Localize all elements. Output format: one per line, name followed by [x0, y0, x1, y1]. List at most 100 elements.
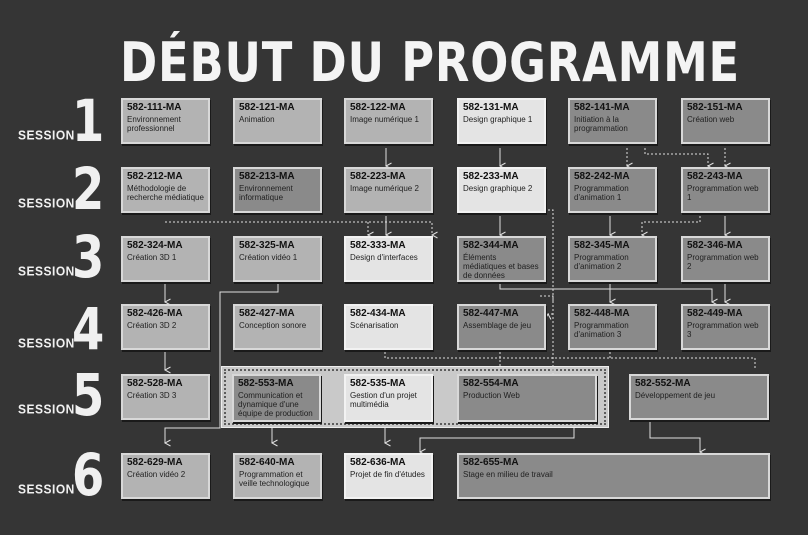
- session-number: 1: [72, 87, 105, 155]
- course-code: 582-552-MA: [635, 378, 691, 389]
- session-number: 5: [72, 361, 105, 429]
- course-code: 582-333-MA: [350, 240, 406, 251]
- course-582-333-ma[interactable]: 582-333-MA Design d'interfaces: [344, 236, 433, 282]
- course-code: 582-426-MA: [127, 308, 183, 319]
- course-name: Création 3D 3: [127, 391, 177, 400]
- session-label: SESSION: [18, 127, 75, 143]
- course-582-151-ma[interactable]: 582-151-MA Création web: [681, 98, 770, 144]
- course-name: Programmation d'animation 1: [574, 184, 629, 202]
- course-name: Design d'interfaces: [350, 253, 418, 262]
- course-name: Programmation et veille technologique: [239, 470, 310, 488]
- course-582-122-ma[interactable]: 582-122-MA Image numérique 1: [344, 98, 433, 144]
- course-code: 582-629-MA: [127, 457, 183, 468]
- course-582-552-ma[interactable]: 582-552-MA Développement de jeu: [629, 374, 769, 420]
- course-name: Création 3D 2: [127, 321, 177, 330]
- course-name: Programmation web 1: [687, 184, 759, 202]
- course-code: 582-655-MA: [463, 457, 519, 468]
- course-582-640-ma[interactable]: 582-640-MA Programmation et veille techn…: [233, 453, 322, 499]
- course-code: 582-640-MA: [239, 457, 295, 468]
- course-582-111-ma[interactable]: 582-111-MA Environnement professionnel: [121, 98, 210, 144]
- course-name: Développement de jeu: [635, 391, 716, 400]
- course-code: 582-223-MA: [350, 171, 406, 182]
- course-582-447-ma[interactable]: 582-447-MA Assemblage de jeu: [457, 304, 546, 350]
- course-name: Création vidéo 1: [239, 253, 298, 262]
- course-name: Méthodologie de recherche médiatique: [127, 184, 204, 202]
- course-code: 582-449-MA: [687, 308, 743, 319]
- course-582-655-ma[interactable]: 582-655-MA Stage en milieu de travail: [457, 453, 770, 499]
- course-name: Programmation d'animation 2: [574, 253, 629, 271]
- course-582-131-ma[interactable]: 582-131-MA Design graphique 1: [457, 98, 546, 144]
- session-4: SESSION 4: [0, 298, 112, 364]
- course-code: 582-212-MA: [127, 171, 183, 182]
- course-code: 582-636-MA: [350, 457, 406, 468]
- course-name: Image numérique 1: [350, 115, 419, 124]
- course-name: Design graphique 2: [463, 184, 533, 193]
- course-582-553-ma[interactable]: 582-553-MA Communication et dynamique d'…: [232, 374, 321, 422]
- course-582-427-ma[interactable]: 582-427-MA Conception sonore: [233, 304, 322, 350]
- session-label: SESSION: [18, 481, 75, 497]
- course-code: 582-346-MA: [687, 240, 743, 251]
- course-name: Création vidéo 2: [127, 470, 186, 479]
- session-2: SESSION 2: [0, 158, 112, 224]
- course-582-344-ma[interactable]: 582-344-MA Éléments médiatiques et bases…: [457, 236, 546, 282]
- session-label: SESSION: [18, 401, 75, 417]
- session-6: SESSION 6: [0, 444, 112, 510]
- course-582-449-ma[interactable]: 582-449-MA Programmation web 3: [681, 304, 770, 350]
- course-582-325-ma[interactable]: 582-325-MA Création vidéo 1: [233, 236, 322, 282]
- course-code: 582-324-MA: [127, 240, 183, 251]
- session-number: 6: [72, 441, 105, 509]
- course-582-223-ma[interactable]: 582-223-MA Image numérique 2: [344, 167, 433, 213]
- course-code: 582-447-MA: [463, 308, 519, 319]
- course-name: Gestion d'un projet multimédia: [350, 391, 417, 409]
- course-code: 582-243-MA: [687, 171, 743, 182]
- course-582-426-ma[interactable]: 582-426-MA Création 3D 2: [121, 304, 210, 350]
- course-582-243-ma[interactable]: 582-243-MA Programmation web 1: [681, 167, 770, 213]
- course-code: 582-213-MA: [239, 171, 295, 182]
- course-code: 582-122-MA: [350, 102, 406, 113]
- session-label: SESSION: [18, 195, 75, 211]
- course-name: Environnement informatique: [239, 184, 293, 202]
- session-label: SESSION: [18, 263, 75, 279]
- session-1: SESSION 1: [0, 90, 112, 156]
- course-582-242-ma[interactable]: 582-242-MA Programmation d'animation 1: [568, 167, 657, 213]
- course-code: 582-141-MA: [574, 102, 630, 113]
- course-code: 582-448-MA: [574, 308, 630, 319]
- course-582-346-ma[interactable]: 582-346-MA Programmation web 2: [681, 236, 770, 282]
- course-name: Production Web: [463, 391, 520, 400]
- course-name: Initiation à la programmation: [574, 115, 628, 133]
- session-3: SESSION 3: [0, 226, 112, 292]
- course-582-636-ma[interactable]: 582-636-MA Projet de fin d'études: [344, 453, 433, 499]
- session-number: 2: [72, 155, 105, 223]
- course-582-121-ma[interactable]: 582-121-MA Animation: [233, 98, 322, 144]
- course-code: 582-344-MA: [463, 240, 519, 251]
- course-name: Communication et dynamique d'une équipe …: [238, 391, 313, 418]
- course-code: 582-111-MA: [127, 102, 182, 113]
- course-582-233-ma[interactable]: 582-233-MA Design graphique 2: [457, 167, 546, 213]
- course-code: 582-535-MA: [350, 378, 406, 389]
- page-title: DÉBUT DU PROGRAMME: [120, 31, 740, 94]
- course-582-345-ma[interactable]: 582-345-MA Programmation d'animation 2: [568, 236, 657, 282]
- course-name: Création 3D 1: [127, 253, 177, 262]
- course-582-448-ma[interactable]: 582-448-MA Programmation d'animation 3: [568, 304, 657, 350]
- course-582-212-ma[interactable]: 582-212-MA Méthodologie de recherche méd…: [121, 167, 210, 213]
- course-582-324-ma[interactable]: 582-324-MA Création 3D 1: [121, 236, 210, 282]
- course-582-141-ma[interactable]: 582-141-MA Initiation à la programmation: [568, 98, 657, 144]
- course-582-629-ma[interactable]: 582-629-MA Création vidéo 2: [121, 453, 210, 499]
- course-code: 582-528-MA: [127, 378, 183, 389]
- course-582-554-ma[interactable]: 582-554-MA Production Web: [457, 374, 597, 422]
- session-number: 3: [72, 223, 105, 291]
- course-582-528-ma[interactable]: 582-528-MA Création 3D 3: [121, 374, 210, 420]
- course-name: Image numérique 2: [350, 184, 419, 193]
- course-name: Éléments médiatiques et bases de données: [463, 253, 539, 280]
- course-582-535-ma[interactable]: 582-535-MA Gestion d'un projet multimédi…: [344, 374, 433, 422]
- course-name: Assemblage de jeu: [463, 321, 532, 330]
- session-label: SESSION: [18, 335, 75, 351]
- course-name: Conception sonore: [239, 321, 307, 330]
- course-name: Programmation d'animation 3: [574, 321, 629, 339]
- course-name: Design graphique 1: [463, 115, 533, 124]
- session-5: SESSION 5: [0, 364, 112, 430]
- course-name: Scénarisation: [350, 321, 399, 330]
- course-code: 582-553-MA: [238, 378, 294, 389]
- course-582-434-ma[interactable]: 582-434-MA Scénarisation: [344, 304, 433, 350]
- course-582-213-ma[interactable]: 582-213-MA Environnement informatique: [233, 167, 322, 213]
